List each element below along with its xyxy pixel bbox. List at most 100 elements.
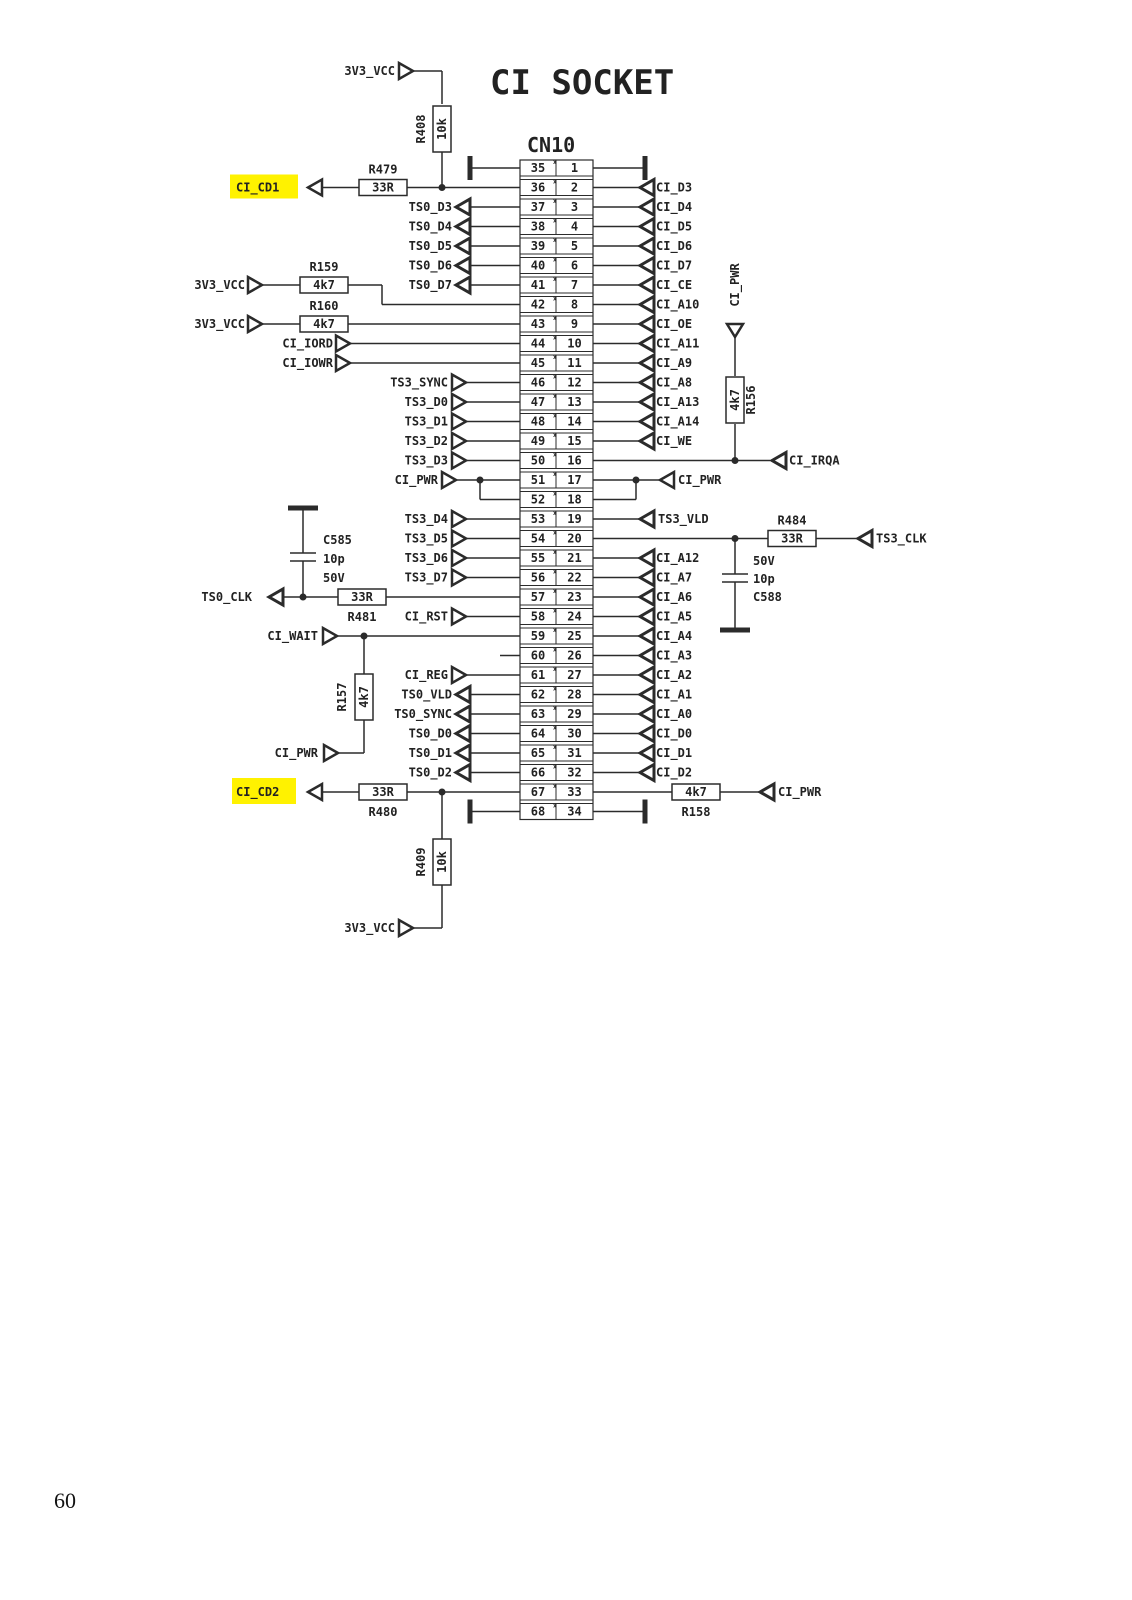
signal-label: TS3_VLD bbox=[658, 512, 709, 527]
capacitor-voltage: 50V bbox=[753, 554, 775, 568]
signal-label: TS3_D4 bbox=[405, 512, 448, 527]
pin-mark: x bbox=[553, 725, 557, 732]
resistor-value: 10k bbox=[435, 850, 449, 872]
pin-mark: x bbox=[553, 510, 557, 517]
port-arrow-icon bbox=[334, 333, 353, 354]
pin-number: 62 bbox=[531, 688, 545, 702]
pin-mark: x bbox=[553, 666, 557, 673]
port-arrow-icon bbox=[452, 722, 472, 745]
pin-number: 58 bbox=[531, 610, 545, 624]
pin-mark: x bbox=[553, 198, 557, 205]
pin-mark: x bbox=[553, 393, 557, 400]
port-arrow-icon bbox=[636, 703, 656, 725]
capacitor-value: 10p bbox=[753, 572, 775, 586]
signal-label: CI_IORD bbox=[282, 337, 333, 352]
power-label: 3V3_VCC bbox=[344, 921, 395, 936]
pin-mark: x bbox=[553, 296, 557, 303]
pin-mark: x bbox=[553, 471, 557, 478]
port-arrow-icon bbox=[636, 254, 656, 277]
pin-mark: x bbox=[553, 530, 557, 537]
port-arrow-icon bbox=[636, 293, 656, 316]
resistor-body bbox=[725, 376, 745, 424]
signal-label: TS3_CLK bbox=[876, 532, 927, 547]
signal-label: CI_A6 bbox=[656, 590, 692, 605]
signal-label: CI_PWR bbox=[275, 746, 319, 761]
pin-number: 42 bbox=[531, 298, 545, 312]
port-arrow-icon bbox=[636, 683, 656, 706]
port-arrow-icon bbox=[636, 313, 656, 335]
pin-mark: x bbox=[553, 627, 557, 634]
port-arrow-icon bbox=[636, 508, 656, 530]
signal-label: CI_A4 bbox=[656, 629, 692, 644]
capacitor-ref: C588 bbox=[753, 590, 782, 604]
port-arrow-icon bbox=[452, 703, 472, 725]
connector-ref: CN10 bbox=[527, 133, 575, 157]
signal-label: TS3_D6 bbox=[405, 551, 448, 566]
port-arrow-icon bbox=[636, 625, 656, 647]
signal-label: TS0_D2 bbox=[409, 766, 452, 781]
resistor-value: 33R bbox=[781, 532, 803, 546]
signal-label: CI_D4 bbox=[656, 200, 692, 215]
signal-label: TS0_D1 bbox=[409, 746, 452, 761]
pin-mark: x bbox=[553, 744, 557, 751]
signal-label: TS3_D5 bbox=[405, 532, 448, 547]
signal-label: CI_WE bbox=[656, 434, 692, 449]
signal-label: CI_REG bbox=[405, 668, 448, 683]
port-arrow-icon bbox=[452, 274, 472, 296]
pin-mark: x bbox=[553, 315, 557, 322]
pin-number: 46 bbox=[531, 376, 545, 390]
port-arrow-icon bbox=[636, 586, 656, 608]
resistor-value: 10k bbox=[435, 117, 449, 139]
pin-mark: x bbox=[553, 569, 557, 576]
resistor-ref: R409 bbox=[414, 848, 428, 877]
port-arrow-icon bbox=[636, 391, 656, 413]
pin-number: 27 bbox=[567, 668, 581, 682]
pin-number: 13 bbox=[567, 395, 581, 409]
port-arrow-icon bbox=[440, 469, 459, 491]
port-arrow-icon bbox=[450, 528, 469, 549]
highlight-cd2 bbox=[232, 778, 296, 804]
port-arrow-icon bbox=[636, 547, 656, 569]
pin-number: 30 bbox=[567, 727, 581, 741]
pin-mark: x bbox=[553, 432, 557, 439]
signal-label: CI_IRQA bbox=[789, 454, 840, 469]
pin-mark: x bbox=[553, 686, 557, 693]
pin-mark: x bbox=[553, 374, 557, 381]
capacitor-value: 10p bbox=[323, 552, 345, 566]
pin-number: 36 bbox=[531, 181, 545, 195]
port-arrow-icon bbox=[636, 215, 656, 238]
port-arrow-icon bbox=[854, 527, 874, 550]
port-arrow-icon bbox=[452, 235, 472, 257]
port-arrow-icon bbox=[452, 215, 472, 238]
pin-number: 24 bbox=[567, 610, 581, 624]
pin-number: 32 bbox=[567, 766, 581, 780]
signal-label: CI_A3 bbox=[656, 649, 692, 664]
pin-mark: x bbox=[553, 764, 557, 771]
pin-number: 52 bbox=[531, 493, 545, 507]
signal-label: TS0_D0 bbox=[409, 727, 452, 742]
signal-label: CI_A2 bbox=[656, 668, 692, 683]
signal-label: CI_D7 bbox=[656, 259, 692, 274]
resistor-ref: R160 bbox=[310, 299, 339, 313]
resistor-ref: R408 bbox=[414, 115, 428, 144]
port-arrow-icon bbox=[305, 177, 324, 198]
port-arrow-icon bbox=[724, 322, 746, 340]
signal-label: CI_CE bbox=[656, 278, 692, 293]
signal-label: CI_OE bbox=[656, 317, 692, 332]
port-arrow-icon bbox=[452, 196, 472, 218]
pin-mark: x bbox=[553, 588, 557, 595]
signal-label: TS3_D2 bbox=[405, 434, 448, 449]
resistor-ref: R156 bbox=[744, 386, 758, 415]
port-arrow-icon bbox=[450, 450, 469, 471]
port-arrow-icon bbox=[636, 644, 656, 667]
pin-number: 39 bbox=[531, 239, 545, 253]
pin-number: 49 bbox=[531, 434, 545, 448]
signal-label: CI_RST bbox=[405, 610, 448, 625]
port-arrow-icon bbox=[636, 196, 656, 218]
signal-label: TS3_D1 bbox=[405, 415, 448, 430]
port-arrow-icon bbox=[246, 313, 265, 335]
resistor-value: 4k7 bbox=[357, 686, 371, 708]
pin-number: 51 bbox=[531, 473, 545, 487]
page-number: 60 bbox=[54, 1488, 76, 1513]
port-arrow-icon bbox=[636, 430, 656, 452]
